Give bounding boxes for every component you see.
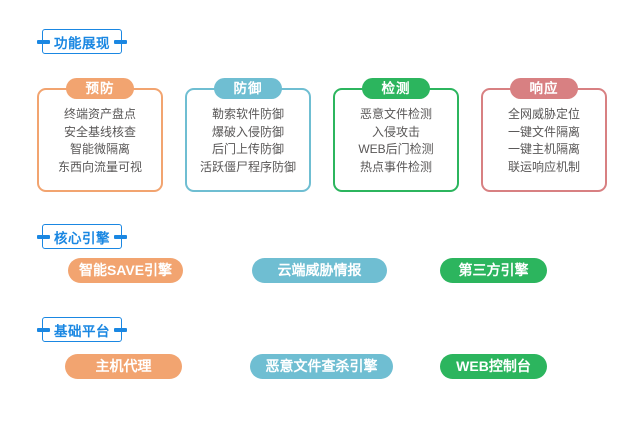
card-item: 安全基线核查 <box>63 124 136 139</box>
title-dash-left-icon <box>37 39 50 44</box>
title-dash-right-icon <box>114 327 127 332</box>
title-dash-right-icon <box>114 39 127 44</box>
title-dash-left-icon <box>37 234 50 239</box>
card-item: 全网威胁定位 <box>507 107 580 121</box>
pill-host-agent: 主机代理 <box>65 354 182 379</box>
card-item: 恶意文件检测 <box>359 107 432 121</box>
card-defense-body: 勒索软件防御 爆破入侵防御 后门上传防御 活跃僵尸程序防御 <box>185 88 311 192</box>
card-response-body: 全网威胁定位 一键文件隔离 一键主机隔离 联运响应机制 <box>481 88 607 192</box>
section-title-platform-label: 基础平台 <box>54 323 110 339</box>
feature-cards-row: 预防 终端资产盘点 安全基线核查 智能微隔离 东西向流量可视 防御 勒索软件防御… <box>37 78 607 192</box>
pill-third-party-engine: 第三方引擎 <box>440 258 547 283</box>
card-item: 勒索软件防御 <box>211 107 284 121</box>
card-item: 终端资产盘点 <box>63 107 136 121</box>
pill-cloud-threat-intel: 云端威胁情报 <box>252 258 387 283</box>
card-item: 东西向流量可视 <box>57 159 142 174</box>
card-detection-body: 恶意文件检测 入侵攻击 WEB后门检测 热点事件检测 <box>333 88 459 192</box>
card-item: 爆破入侵防御 <box>211 124 284 139</box>
card-item: 后门上传防御 <box>211 142 284 156</box>
card-prevention-header: 预防 <box>66 78 134 99</box>
card-item: 一键主机隔离 <box>507 142 580 156</box>
card-detection: 检测 恶意文件检测 入侵攻击 WEB后门检测 热点事件检测 <box>333 78 459 192</box>
card-item: 入侵攻击 <box>371 124 420 139</box>
card-prevention: 预防 终端资产盘点 安全基线核查 智能微隔离 东西向流量可视 <box>37 78 163 192</box>
section-title-platform: 基础平台 <box>37 317 127 342</box>
section-title-features: 功能展现 <box>37 29 127 54</box>
pill-web-console: WEB控制台 <box>440 354 547 379</box>
title-dash-right-icon <box>114 234 127 239</box>
card-response-header: 响应 <box>510 78 578 99</box>
pill-smart-save-engine: 智能SAVE引擎 <box>68 258 183 283</box>
title-dash-left-icon <box>37 327 50 332</box>
section-title-engines: 核心引擎 <box>37 224 127 249</box>
card-item: WEB后门检测 <box>358 142 434 156</box>
section-title-features-label: 功能展现 <box>54 35 110 51</box>
card-prevention-body: 终端资产盘点 安全基线核查 智能微隔离 东西向流量可视 <box>37 88 163 192</box>
pill-malware-scan-engine: 恶意文件查杀引擎 <box>250 354 393 379</box>
section-title-engines-label: 核心引擎 <box>54 230 110 246</box>
card-item: 一键文件隔离 <box>507 124 580 139</box>
card-detection-header: 检测 <box>362 78 430 99</box>
card-defense-header: 防御 <box>214 78 282 99</box>
card-item: 热点事件检测 <box>359 159 432 174</box>
card-defense: 防御 勒索软件防御 爆破入侵防御 后门上传防御 活跃僵尸程序防御 <box>185 78 311 192</box>
card-item: 活跃僵尸程序防御 <box>199 159 296 174</box>
card-response: 响应 全网威胁定位 一键文件隔离 一键主机隔离 联运响应机制 <box>481 78 607 192</box>
card-item: 智能微隔离 <box>69 142 130 156</box>
card-item: 联运响应机制 <box>507 159 580 174</box>
